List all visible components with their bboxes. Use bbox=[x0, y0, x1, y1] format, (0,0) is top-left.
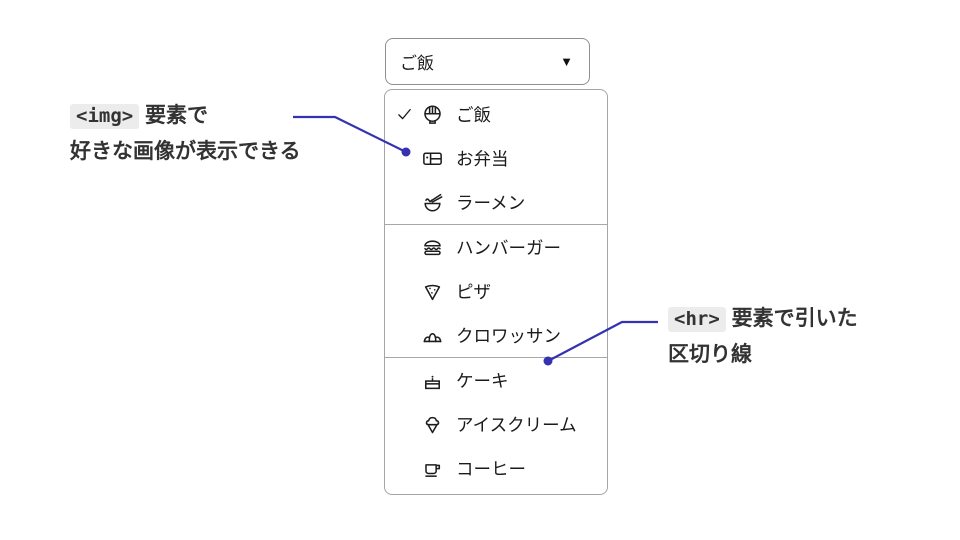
checkmark-icon bbox=[397, 107, 421, 122]
bento-box-icon bbox=[421, 147, 444, 170]
option-ramen[interactable]: ラーメン bbox=[385, 180, 607, 224]
option-bento[interactable]: お弁当 bbox=[385, 136, 607, 180]
option-label: ケーキ bbox=[456, 370, 509, 391]
hamburger-icon bbox=[421, 236, 444, 259]
option-ice-cream[interactable]: アイスクリーム bbox=[385, 402, 607, 446]
group-divider-2 bbox=[385, 357, 607, 358]
option-label: クロワッサン bbox=[456, 325, 561, 346]
option-pizza[interactable]: ピザ bbox=[385, 269, 607, 313]
option-label: お弁当 bbox=[456, 148, 509, 169]
img-annotation-line2: 好きな画像が表示できる bbox=[70, 140, 301, 163]
option-label: ハンバーガー bbox=[456, 237, 561, 258]
ramen-icon bbox=[421, 191, 444, 214]
pizza-icon bbox=[421, 280, 444, 303]
dropdown-menu: ご飯 お弁当 ラーメン bbox=[384, 89, 608, 495]
option-hamburger[interactable]: ハンバーガー bbox=[385, 225, 607, 269]
img-code-tag: <img> bbox=[70, 104, 140, 129]
selected-value: ご飯 bbox=[400, 54, 434, 73]
hr-annotation: <hr> 要素で引いた 区切り線 bbox=[668, 301, 858, 373]
option-label: コーヒー bbox=[456, 458, 526, 479]
option-croissant[interactable]: クロワッサン bbox=[385, 313, 607, 357]
hr-annotation-line2: 区切り線 bbox=[668, 343, 752, 366]
hr-code-tag: <hr> bbox=[668, 307, 726, 332]
option-coffee[interactable]: コーヒー bbox=[385, 446, 607, 490]
coffee-icon bbox=[421, 457, 444, 480]
cake-icon bbox=[421, 369, 444, 392]
group-divider-1 bbox=[385, 224, 607, 225]
img-annotation-line1: <img> 要素で bbox=[70, 98, 301, 134]
hr-annotation-line1: <hr> 要素で引いた bbox=[668, 301, 858, 337]
ice-cream-icon bbox=[421, 413, 444, 436]
croissant-icon bbox=[421, 324, 444, 347]
option-rice[interactable]: ご飯 bbox=[385, 92, 607, 136]
img-annotation: <img> 要素で 好きな画像が表示できる bbox=[70, 98, 301, 170]
option-label: ピザ bbox=[456, 281, 491, 302]
option-cake[interactable]: ケーキ bbox=[385, 358, 607, 402]
option-label: ご飯 bbox=[456, 104, 491, 125]
option-label: アイスクリーム bbox=[456, 414, 577, 435]
rice-bowl-icon bbox=[421, 103, 444, 126]
food-select[interactable]: ご飯 ▼ bbox=[385, 38, 590, 85]
option-label: ラーメン bbox=[456, 192, 526, 213]
dropdown-arrow-icon: ▼ bbox=[560, 54, 573, 69]
